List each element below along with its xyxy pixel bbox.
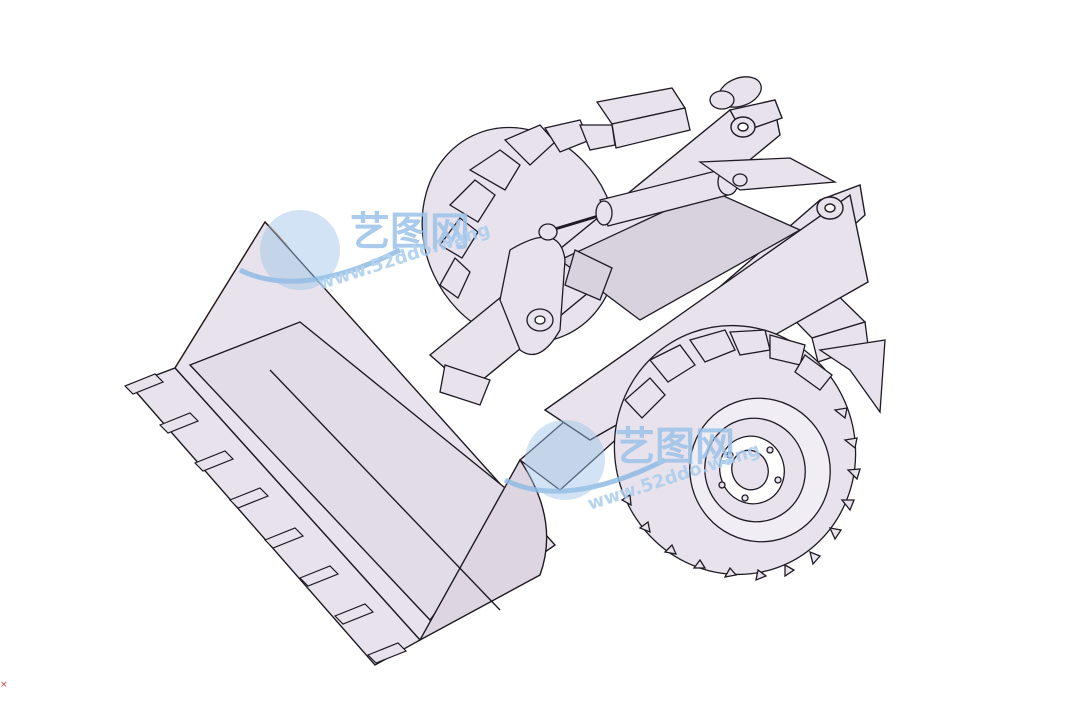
bucket-right-sideplate bbox=[418, 458, 548, 642]
hydraulic-cylinder bbox=[544, 157, 838, 234]
rear-left-tire bbox=[421, 119, 619, 344]
origin-marker: × bbox=[0, 680, 8, 690]
watermark-brand-bottom: 艺图网 bbox=[615, 424, 735, 470]
watermark-logo-icon bbox=[503, 420, 667, 500]
bucket bbox=[128, 220, 557, 666]
watermark-logo-icon bbox=[238, 210, 402, 290]
bellcrank-linkage bbox=[439, 223, 566, 406]
rear-top-block bbox=[595, 76, 762, 149]
front-right-tire bbox=[613, 324, 861, 582]
watermark-brand-top: 艺图网 bbox=[350, 209, 470, 255]
frame-centre bbox=[558, 189, 802, 321]
bucket-teeth bbox=[123, 373, 408, 664]
